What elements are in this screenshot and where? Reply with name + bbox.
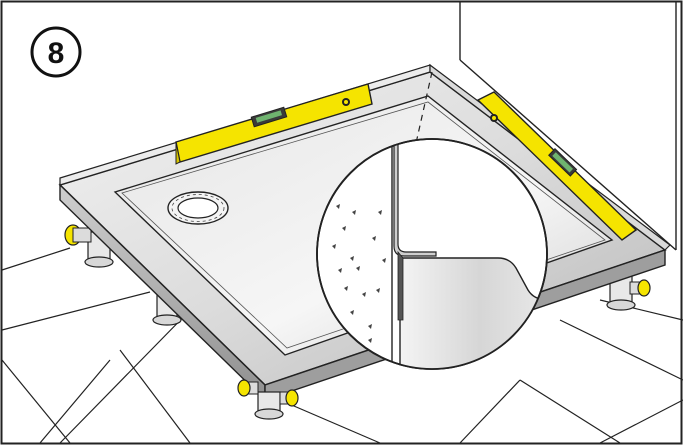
sealing-tape-icon (332, 204, 386, 343)
spirit-level-icon (476, 91, 638, 241)
wall-corner (459, 2, 677, 251)
basin-rim (121, 101, 606, 349)
magnifier-detail-icon (316, 138, 548, 370)
drain-icon (167, 191, 229, 225)
step-number: 8 (48, 37, 65, 70)
adjustable-foot-icon (237, 379, 299, 420)
spirit-level-icon (175, 83, 373, 165)
step-number-badge: 8 (30, 26, 82, 78)
adjustable-foot-icon (606, 275, 651, 311)
